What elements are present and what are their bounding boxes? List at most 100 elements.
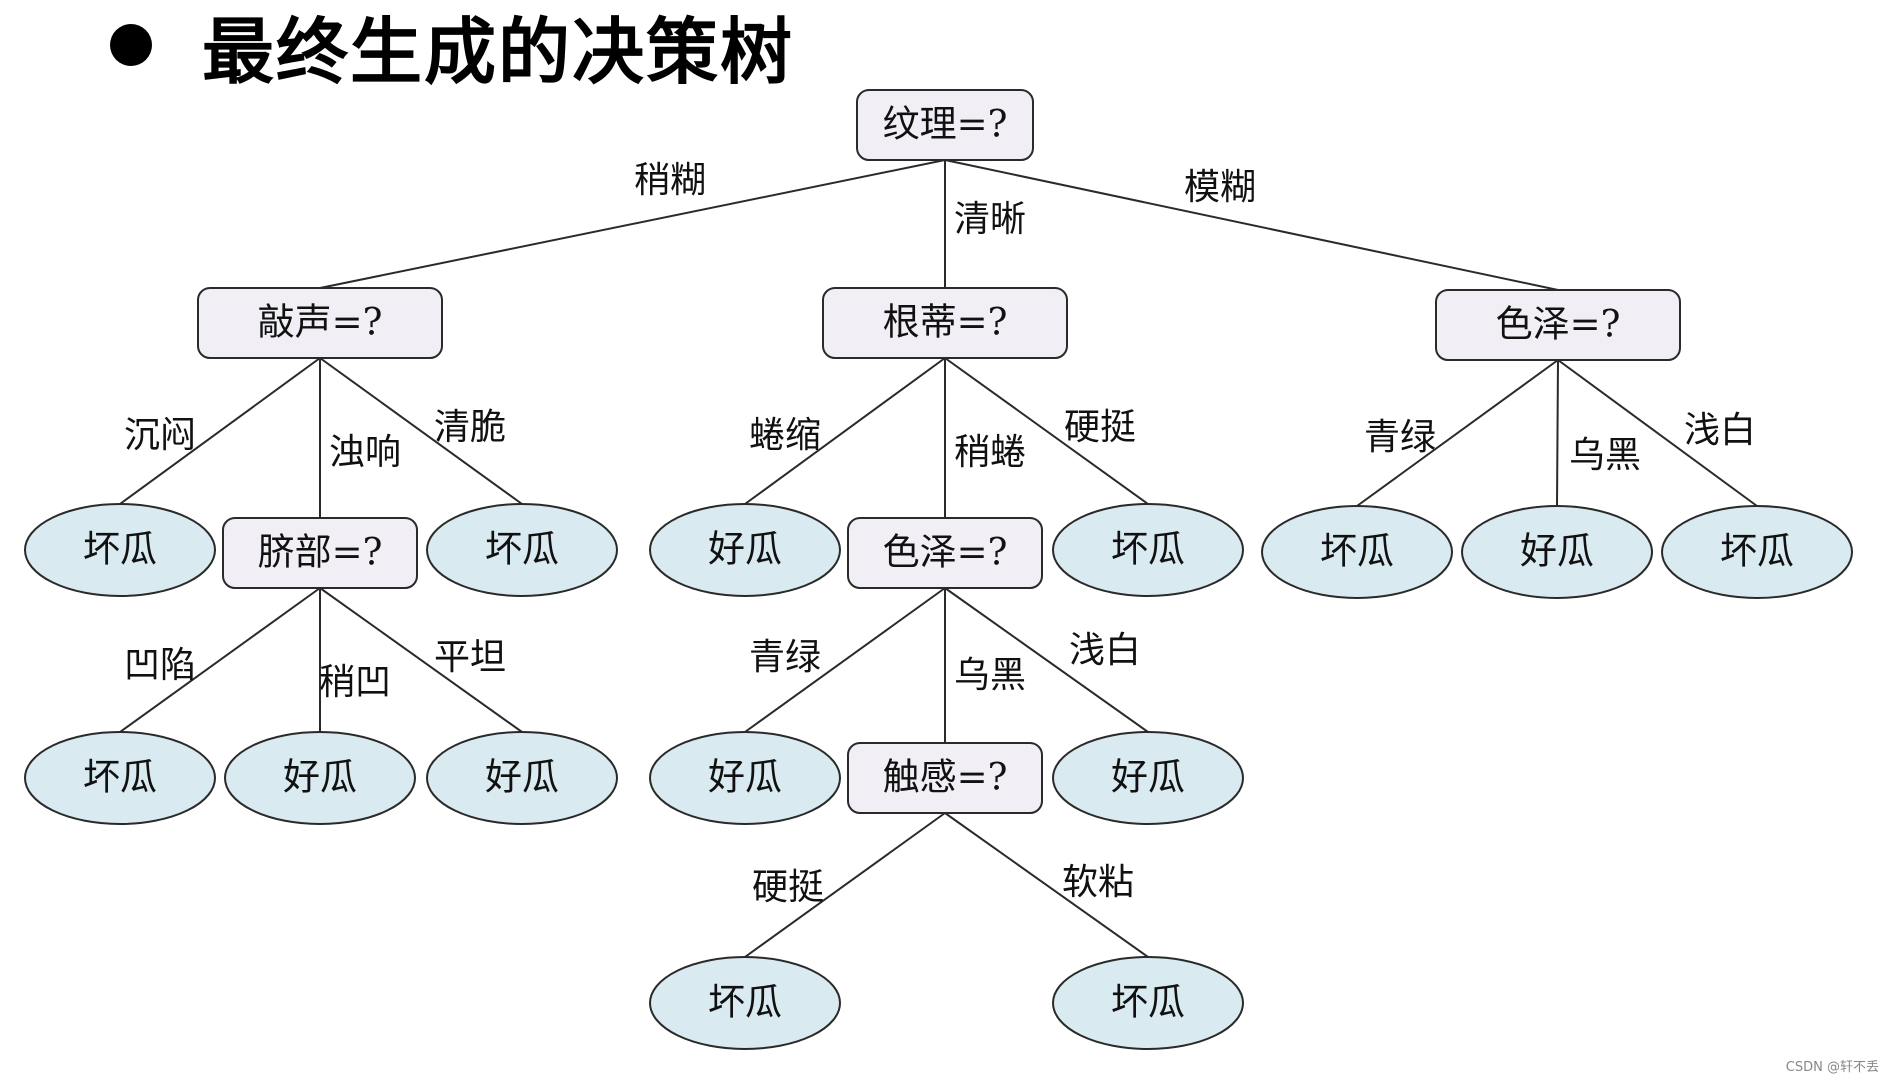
tree-edge [744, 812, 946, 958]
edge-label: 乌黑 [1569, 435, 1641, 476]
leaf-node: 好瓜 [649, 731, 841, 825]
node-label: 好瓜 [708, 528, 782, 571]
title-row: 最终生成的决策树 [110, 0, 794, 94]
leaf-ellipse [649, 503, 841, 597]
node-label: 坏瓜 [1720, 530, 1794, 573]
tree-edge [119, 357, 321, 505]
node-label: 坏瓜 [485, 528, 559, 571]
leaf-node: 坏瓜 [1052, 503, 1244, 597]
leaf-ellipse [426, 503, 618, 597]
edge-label: 浅白 [1069, 630, 1141, 671]
leaf-ellipse [224, 731, 416, 825]
tree-edge [319, 357, 523, 505]
edge-label: 清晰 [954, 199, 1026, 240]
decision-box [197, 287, 443, 359]
edge-label: 稍凹 [319, 662, 391, 703]
decision-node: 触感=? [847, 742, 1043, 814]
node-label: 色泽=? [883, 531, 1008, 574]
tree-edge [944, 159, 1559, 291]
leaf-node: 好瓜 [224, 731, 416, 825]
tree-edge [319, 159, 946, 289]
edge-label: 硬挺 [1064, 407, 1136, 448]
edge-label: 浊响 [329, 432, 401, 473]
decision-node: 脐部=? [222, 517, 418, 589]
node-label: 坏瓜 [1111, 528, 1185, 571]
decision-box [1435, 289, 1681, 361]
leaf-node: 坏瓜 [426, 503, 618, 597]
edge-label: 模糊 [1184, 167, 1256, 208]
decision-box [822, 287, 1068, 359]
tree-edge [744, 357, 946, 505]
leaf-node: 好瓜 [1052, 731, 1244, 825]
edge-label: 平坦 [434, 637, 506, 678]
edge-label: 乌黑 [954, 655, 1026, 696]
edge-label: 青绿 [749, 637, 821, 678]
leaf-ellipse [1261, 505, 1453, 599]
leaf-ellipse [1052, 956, 1244, 1050]
tree-edge [1557, 359, 1758, 507]
watermark: CSDN @轩不丢 [1785, 1060, 1879, 1075]
decision-node: 敲声=? [197, 287, 443, 359]
leaf-ellipse [1052, 731, 1244, 825]
node-label: 好瓜 [1111, 756, 1185, 799]
leaf-node: 好瓜 [649, 503, 841, 597]
node-label: 触感=? [883, 756, 1008, 799]
edge-label: 蜷缩 [749, 415, 821, 456]
leaf-ellipse [24, 503, 216, 597]
node-label: 坏瓜 [708, 981, 782, 1024]
node-label: 好瓜 [283, 756, 357, 799]
tree-edge [119, 587, 321, 733]
edge-label: 青绿 [1364, 417, 1436, 458]
leaf-node: 坏瓜 [1052, 956, 1244, 1050]
bullet-icon [110, 24, 152, 66]
decision-box [847, 517, 1043, 589]
node-label: 好瓜 [1520, 530, 1594, 573]
node-label: 好瓜 [485, 756, 559, 799]
node-label: 色泽=? [1496, 303, 1621, 346]
decision-node: 色泽=? [1435, 289, 1681, 361]
leaf-node: 好瓜 [1461, 505, 1653, 599]
leaf-node: 坏瓜 [1261, 505, 1453, 599]
leaf-node: 坏瓜 [24, 731, 216, 825]
leaf-node: 坏瓜 [24, 503, 216, 597]
leaf-ellipse [1052, 503, 1244, 597]
node-label: 敲声=? [258, 301, 383, 344]
tree-edge [944, 812, 1149, 958]
tree-edge [1556, 359, 1559, 507]
node-label: 根蒂=? [883, 301, 1008, 344]
edge-label: 凹陷 [124, 645, 196, 686]
edge-label: 稍蜷 [954, 432, 1026, 473]
edge-label: 软粘 [1062, 862, 1134, 903]
decision-node: 根蒂=? [822, 287, 1068, 359]
leaf-node: 坏瓜 [649, 956, 841, 1050]
decision-box [222, 517, 418, 589]
tree-edge [1356, 359, 1559, 507]
diagram-title: 最终生成的决策树 [202, 9, 795, 94]
leaf-ellipse [1461, 505, 1653, 599]
node-label: 纹理=? [883, 103, 1008, 146]
edge-label: 浅白 [1684, 410, 1756, 451]
node-label: 坏瓜 [83, 528, 157, 571]
edge-label: 沉闷 [124, 415, 196, 456]
node-label: 坏瓜 [1320, 530, 1394, 573]
leaf-ellipse [24, 731, 216, 825]
leaf-ellipse [426, 731, 618, 825]
tree-edge [319, 587, 523, 733]
edge-label: 硬挺 [752, 867, 824, 908]
tree-edge [944, 587, 1149, 733]
node-label: 坏瓜 [83, 756, 157, 799]
tree-edge [744, 587, 946, 733]
edge-label: 清脆 [434, 407, 506, 448]
leaf-node: 好瓜 [426, 731, 618, 825]
decision-box [847, 742, 1043, 814]
node-label: 好瓜 [708, 756, 782, 799]
leaf-node: 坏瓜 [1661, 505, 1853, 599]
decision-node: 色泽=? [847, 517, 1043, 589]
node-label: 脐部=? [258, 531, 383, 574]
edge-label: 稍糊 [634, 160, 706, 201]
tree-edge [944, 357, 1149, 505]
decision-box [856, 89, 1034, 161]
leaf-ellipse [649, 731, 841, 825]
node-label: 坏瓜 [1111, 981, 1185, 1024]
